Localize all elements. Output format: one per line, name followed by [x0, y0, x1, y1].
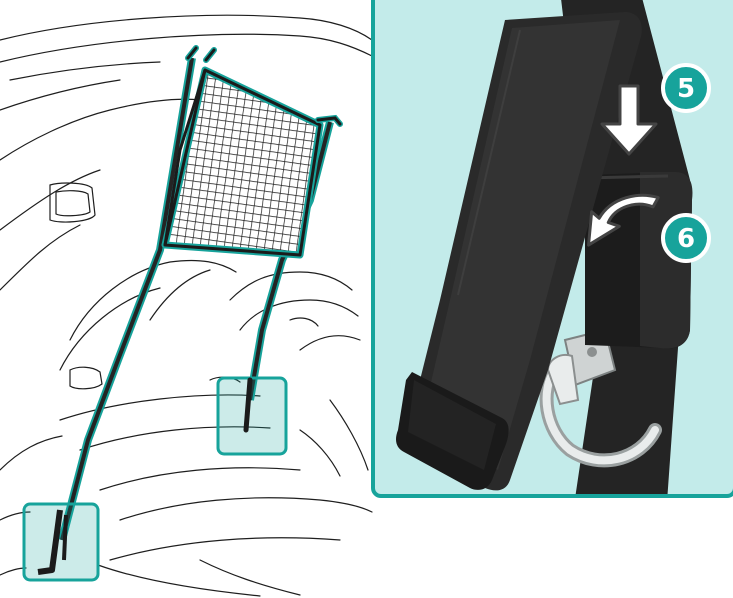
callout-number-5: 5 — [677, 74, 695, 104]
callout-number-6: 6 — [677, 224, 695, 254]
anchor-highlight-left — [24, 504, 98, 580]
callout-badge-6: 6 — [663, 215, 709, 261]
anchor-highlight-right — [218, 378, 286, 454]
callout-badge-5: 5 — [663, 65, 709, 111]
